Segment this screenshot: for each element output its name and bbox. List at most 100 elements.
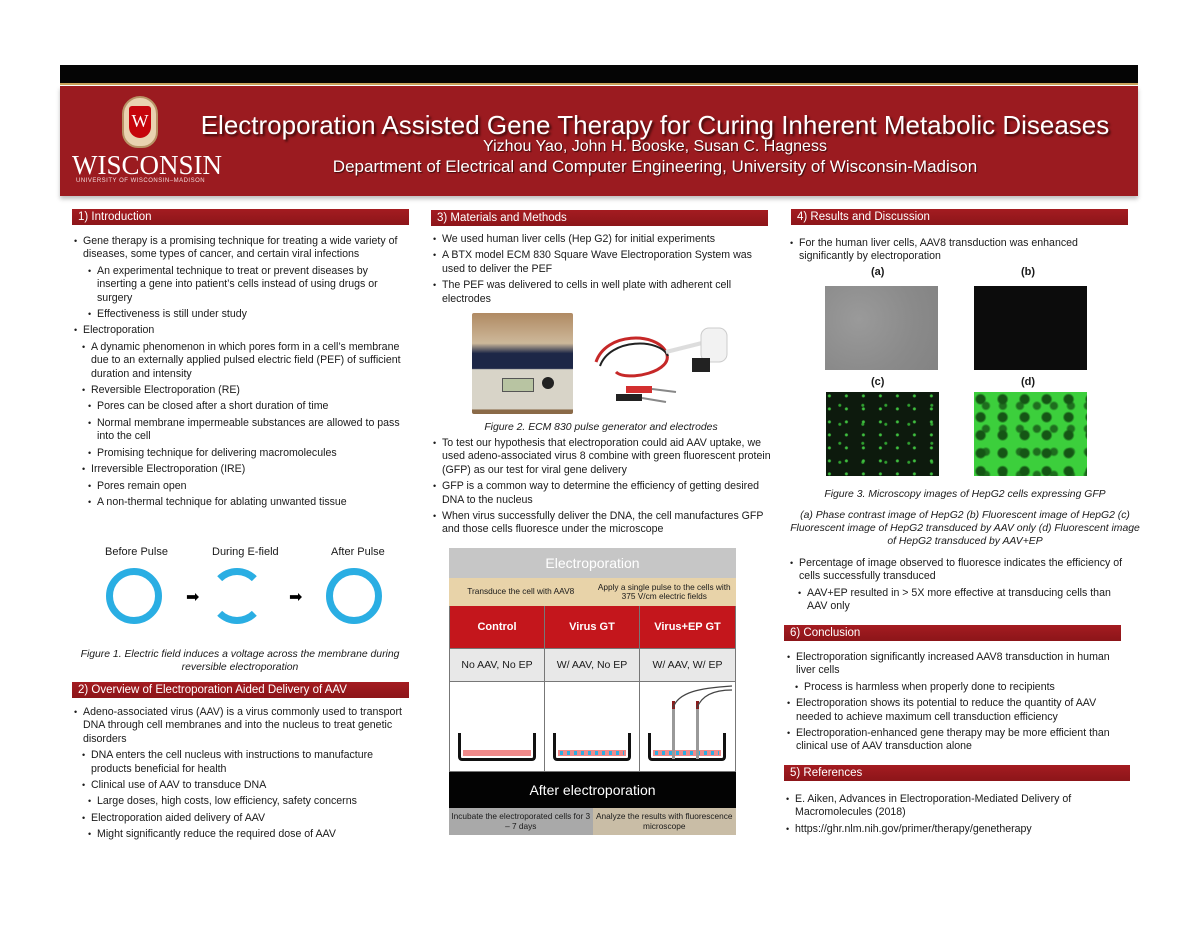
group-head-virus: Virus GT xyxy=(545,606,640,648)
reference-item: E. Aiken, Advances in Electroporation-Me… xyxy=(786,793,1126,820)
figure1-label-during: During E-field xyxy=(212,546,279,558)
bullet: Promising technique for delivering macro… xyxy=(88,447,409,461)
crest-letter: W xyxy=(129,106,151,138)
bullet: Reversible Electroporation (RE) xyxy=(82,384,409,398)
bullet: Pores can be closed after a short durati… xyxy=(88,400,409,414)
figure1-label-before: Before Pulse xyxy=(105,546,168,558)
bullet: Process is harmless when properly done t… xyxy=(795,681,1127,695)
figure1-caption: Figure 1. Electric field induces a volta… xyxy=(80,649,400,673)
introduction-bullets: Gene therapy is a promising technique fo… xyxy=(74,235,409,512)
bullet: An experimental technique to treat or pr… xyxy=(88,265,409,305)
bullet: When virus successfully deliver the DNA,… xyxy=(433,510,773,537)
bullet: To test our hypothesis that electroporat… xyxy=(433,437,773,477)
title-banner: W WISCONSIN UNIVERSITY OF WISCONSIN–MADI… xyxy=(60,86,1138,196)
group-sub-control: No AAV, No EP xyxy=(450,648,545,681)
poster-department: Department of Electrical and Computer En… xyxy=(332,157,978,176)
section-heading-conclusion: 6) Conclusion xyxy=(784,625,1121,641)
section-heading-overview: 2) Overview of Electroporation Aided Del… xyxy=(72,682,409,698)
workflow-diagram: Electroporation Transduce the cell with … xyxy=(449,548,736,835)
bullet: GFP is a common way to determine the eff… xyxy=(433,480,773,507)
section-heading-results: 4) Results and Discussion xyxy=(791,209,1128,225)
bullet: Electroporation aided delivery of AAV xyxy=(82,812,409,826)
panel-label-d: (d) xyxy=(1021,376,1036,388)
figure1-label-after: After Pulse xyxy=(331,546,385,558)
dish-virus-ep xyxy=(640,681,735,771)
group-head-virus-ep: Virus+EP GT xyxy=(640,606,735,648)
workflow-steps: Transduce the cell with AAV8 Apply a sin… xyxy=(449,578,736,606)
figure3-detail: (a) Phase contrast image of HepG2 (b) Fl… xyxy=(790,510,1140,547)
bullet: Gene therapy is a promising technique fo… xyxy=(74,235,409,262)
workflow-title: Electroporation xyxy=(449,548,736,578)
bullet: Clinical use of AAV to transduce DNA xyxy=(82,779,409,793)
bullet: Irreversible Electroporation (IRE) xyxy=(82,463,409,477)
workflow-after-steps: Incubate the electroporated cells for 3 … xyxy=(449,808,736,835)
workflow-step-transduce: Transduce the cell with AAV8 xyxy=(467,586,575,597)
bullet: Normal membrane impermeable substances a… xyxy=(88,417,409,444)
electrodes-photo xyxy=(594,327,728,403)
after-electroporation-title: After electroporation xyxy=(449,772,736,808)
logo-wordmark: WISCONSIN xyxy=(72,150,223,180)
workflow-groups: Control Virus GT Virus+EP GT No AAV, No … xyxy=(449,606,736,772)
electrode-icon xyxy=(696,701,699,759)
bullet: Electroporation shows its potential to r… xyxy=(787,697,1127,724)
microscopy-image-d xyxy=(974,392,1087,476)
header-top-bar xyxy=(60,65,1138,85)
bullet: DNA enters the cell nucleus with instruc… xyxy=(82,749,409,776)
microscopy-image-a xyxy=(825,286,938,370)
overview-bullets: Adeno-associated virus (AAV) is a virus … xyxy=(74,706,409,845)
bullet: Electroporation xyxy=(74,324,409,338)
cell-after-icon xyxy=(326,568,382,624)
bullet: A non-thermal technique for ablating unw… xyxy=(88,496,409,510)
dish-control xyxy=(450,681,545,771)
electrode-icon xyxy=(672,701,675,759)
bullet: We used human liver cells (Hep G2) for i… xyxy=(433,233,773,247)
electrode-wire-icon xyxy=(672,685,733,709)
well-dish-icon xyxy=(648,733,726,761)
methods-bullets-bottom: To test our hypothesis that electroporat… xyxy=(433,437,773,540)
arrow-right-icon: ➡ xyxy=(186,589,200,606)
generator-screen xyxy=(502,378,534,392)
section-heading-methods: 3) Materials and Methods xyxy=(431,210,768,226)
references-list: E. Aiken, Advances in Electroporation-Me… xyxy=(786,793,1126,839)
generator-knob xyxy=(542,377,554,389)
section-heading-introduction: 1) Introduction xyxy=(72,209,409,225)
dish-virus xyxy=(545,681,640,771)
cell-before-icon xyxy=(106,568,162,624)
bullet: Electroporation significantly increased … xyxy=(787,651,1127,678)
bullet: AAV+EP resulted in > 5X more effective a… xyxy=(798,587,1130,614)
figure3-caption: Figure 3. Microscopy images of HepG2 cel… xyxy=(824,489,1106,500)
panel-label-c: (c) xyxy=(871,376,885,388)
bullet: Adeno-associated virus (AAV) is a virus … xyxy=(74,706,409,746)
conclusion-bullets: Electroporation significantly increased … xyxy=(787,651,1127,757)
figure2-caption: Figure 2. ECM 830 pulse generator and el… xyxy=(484,422,718,433)
bullet: Might significantly reduce the required … xyxy=(88,828,409,842)
microscopy-image-b xyxy=(974,286,1087,370)
pulse-generator-photo xyxy=(472,313,573,414)
reference-link[interactable]: https://ghr.nlm.nih.gov/primer/therapy/g… xyxy=(786,823,1126,837)
group-sub-virus-ep: W/ AAV, W/ EP xyxy=(640,648,735,681)
arrow-right-icon: ➡ xyxy=(289,589,303,606)
panel-label-b: (b) xyxy=(1021,266,1036,278)
results-intro: For the human liver cells, AAV8 transduc… xyxy=(790,237,1130,267)
workflow-step-pulse: Apply a single pulse to the cells with 3… xyxy=(597,581,731,601)
bullet: The PEF was delivered to cells in well p… xyxy=(433,279,773,306)
workflow-step-analyze: Analyze the results with fluorescence mi… xyxy=(592,808,736,835)
poster-title: Electroporation Assisted Gene Therapy fo… xyxy=(200,110,1110,140)
results-bullets: Percentage of image observed to fluoresc… xyxy=(790,557,1130,617)
virus-dots xyxy=(560,751,624,755)
bullet: Percentage of image observed to fluoresc… xyxy=(790,557,1130,584)
bullet: Pores remain open xyxy=(88,480,409,494)
bullet: Large doses, high costs, low efficiency,… xyxy=(88,795,409,809)
poster-authors: Yizhou Yao, John H. Booske, Susan C. Hag… xyxy=(483,138,827,155)
cell-media xyxy=(463,750,531,756)
group-sub-virus: W/ AAV, No EP xyxy=(545,648,640,681)
well-dish-icon xyxy=(553,733,631,761)
workflow-step-incubate: Incubate the electroporated cells for 3 … xyxy=(449,808,593,835)
virus-dots xyxy=(655,751,719,755)
bullet: Electroporation-enhanced gene therapy ma… xyxy=(787,727,1127,754)
bullet: A dynamic phenomenon in which pores form… xyxy=(82,341,409,381)
section-heading-references: 5) References xyxy=(784,765,1130,781)
bullet: A BTX model ECM 830 Square Wave Electrop… xyxy=(433,249,773,276)
logo-subtext: UNIVERSITY OF WISCONSIN–MADISON xyxy=(76,178,206,184)
group-head-control: Control xyxy=(450,606,545,648)
